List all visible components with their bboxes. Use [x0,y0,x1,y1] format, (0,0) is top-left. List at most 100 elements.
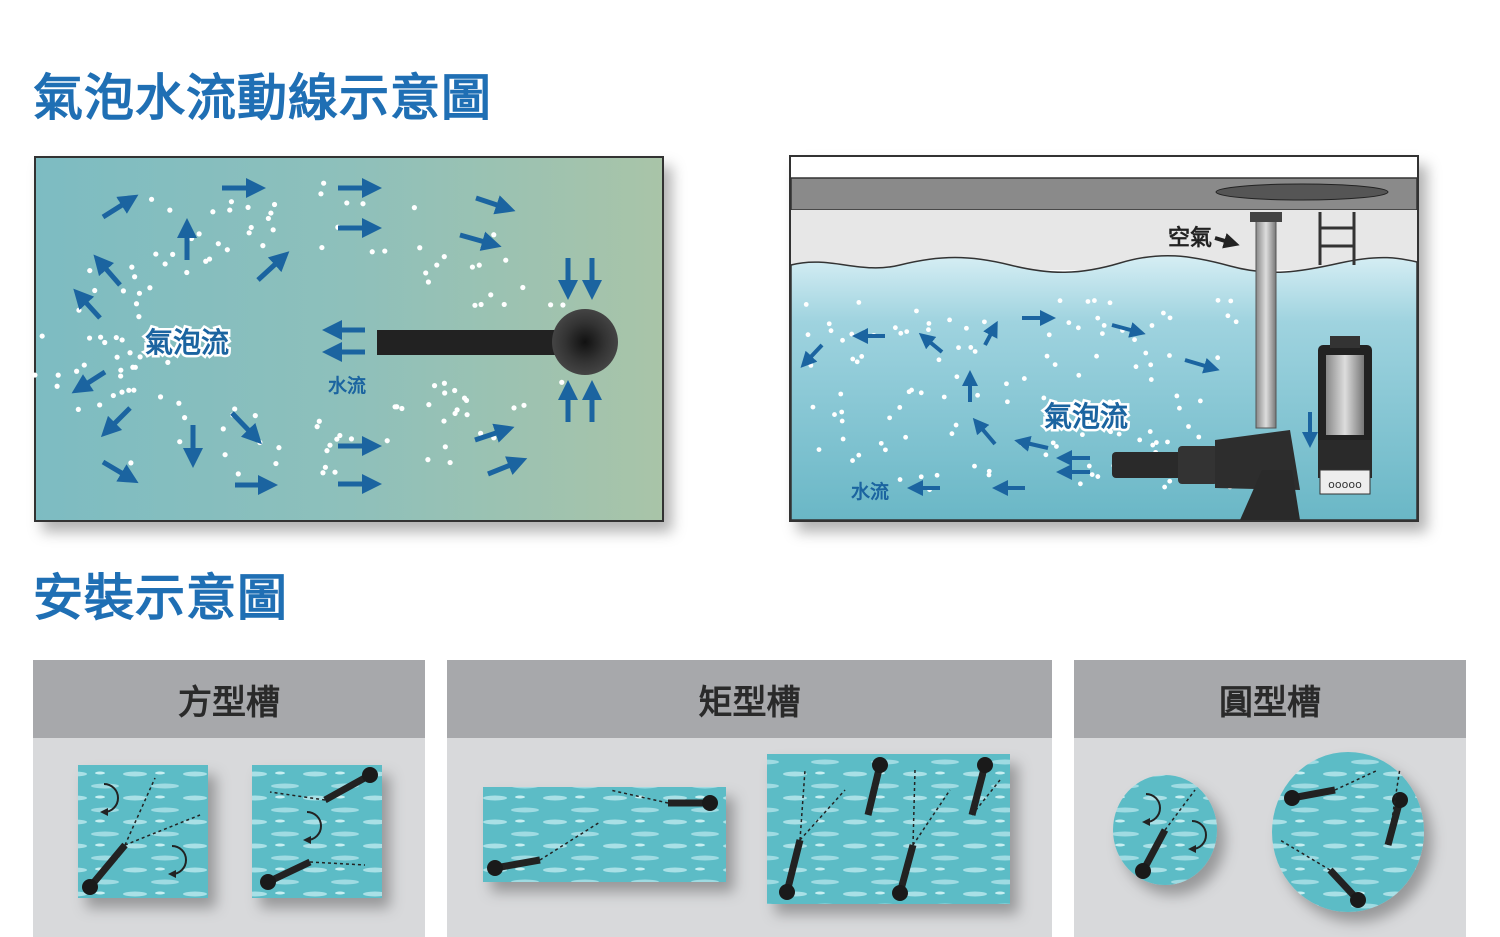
bubble [215,241,221,247]
bubble [129,264,135,270]
bubble [118,373,124,379]
bubble [382,248,388,254]
bubble [1046,332,1052,338]
bubble [491,232,497,238]
bubble [314,424,320,430]
bubble [1167,315,1173,321]
bubble [1233,319,1239,325]
bubble [1079,432,1085,438]
bubble [1143,350,1149,356]
panel-rectangular-tank-header: 矩型槽 [447,660,1052,738]
bubble [417,245,423,251]
bubble [1215,355,1221,361]
bubble [854,359,860,365]
bubble [235,471,241,477]
bubble [1021,376,1027,381]
bubble [1092,298,1097,303]
bubble [975,392,981,398]
bubble [54,383,60,389]
bubble [949,431,955,437]
bubble [157,394,164,400]
bubble [232,406,238,412]
bubble [177,439,183,445]
aerator-motor [552,309,618,375]
bubble [559,379,565,385]
bubble [511,405,517,411]
bubble [1137,437,1143,443]
bubble [883,447,888,453]
bubble [423,270,429,276]
bubble [137,354,143,360]
bubble [1099,331,1105,337]
bubble [320,470,326,476]
bubble [469,264,476,270]
bubble [132,364,138,370]
bubble [828,328,834,334]
bubble [1057,298,1063,304]
bubble [904,329,910,335]
bubble [1150,442,1156,448]
bubble [839,409,845,415]
bubble [334,436,340,442]
arrow-icon [101,194,139,220]
bubble [224,247,230,253]
bubble [1228,298,1234,304]
bubble [501,301,507,308]
bubble [1161,310,1166,316]
bubble [246,230,252,236]
bubble [986,468,992,474]
bubble [102,339,108,346]
bubble [903,434,909,440]
bubble [270,227,276,233]
bubble [271,201,278,208]
bubble [1132,337,1137,343]
bubble [120,288,127,294]
bubble [452,410,458,417]
arrow-icon [73,288,102,320]
bubble [520,284,526,291]
bubble [914,308,919,314]
panel-label: 矩型槽 [698,682,801,723]
bubble [165,359,171,365]
arrow-icon [100,406,132,438]
bubble [113,334,119,341]
bubble [897,405,903,410]
bubble [808,362,814,368]
bubble [452,387,458,394]
bubble [127,350,133,356]
bubble [934,472,940,478]
panel-square-tank-header: 方型槽 [33,660,425,738]
bubble [1052,362,1058,368]
arrow-icon [800,343,824,368]
bubble [210,209,216,215]
bubble [926,327,931,333]
bubble [126,387,132,393]
bubble [1107,300,1113,306]
bubble [981,319,987,325]
bubble [228,199,235,205]
bubble [1196,434,1202,440]
bubble [1089,472,1095,478]
bubble [76,307,82,313]
bubble [832,412,837,417]
bubble [337,432,343,439]
panel-square-tank [33,738,425,937]
bubble [1174,393,1180,399]
bubble [360,201,366,207]
bubble [441,418,447,424]
bubble [110,392,116,399]
bubble [425,457,431,463]
bubble [260,243,266,249]
bubble [953,422,959,428]
bubble [97,402,103,408]
arrow-icon [1014,436,1049,452]
bubble [892,325,898,331]
arrow-icon [230,411,262,445]
bubble [273,460,279,467]
bubble [74,368,80,374]
bubble [1044,353,1050,359]
bubble [32,372,38,378]
bubble [220,426,226,432]
bubble [373,185,379,191]
bubble [1186,424,1191,429]
